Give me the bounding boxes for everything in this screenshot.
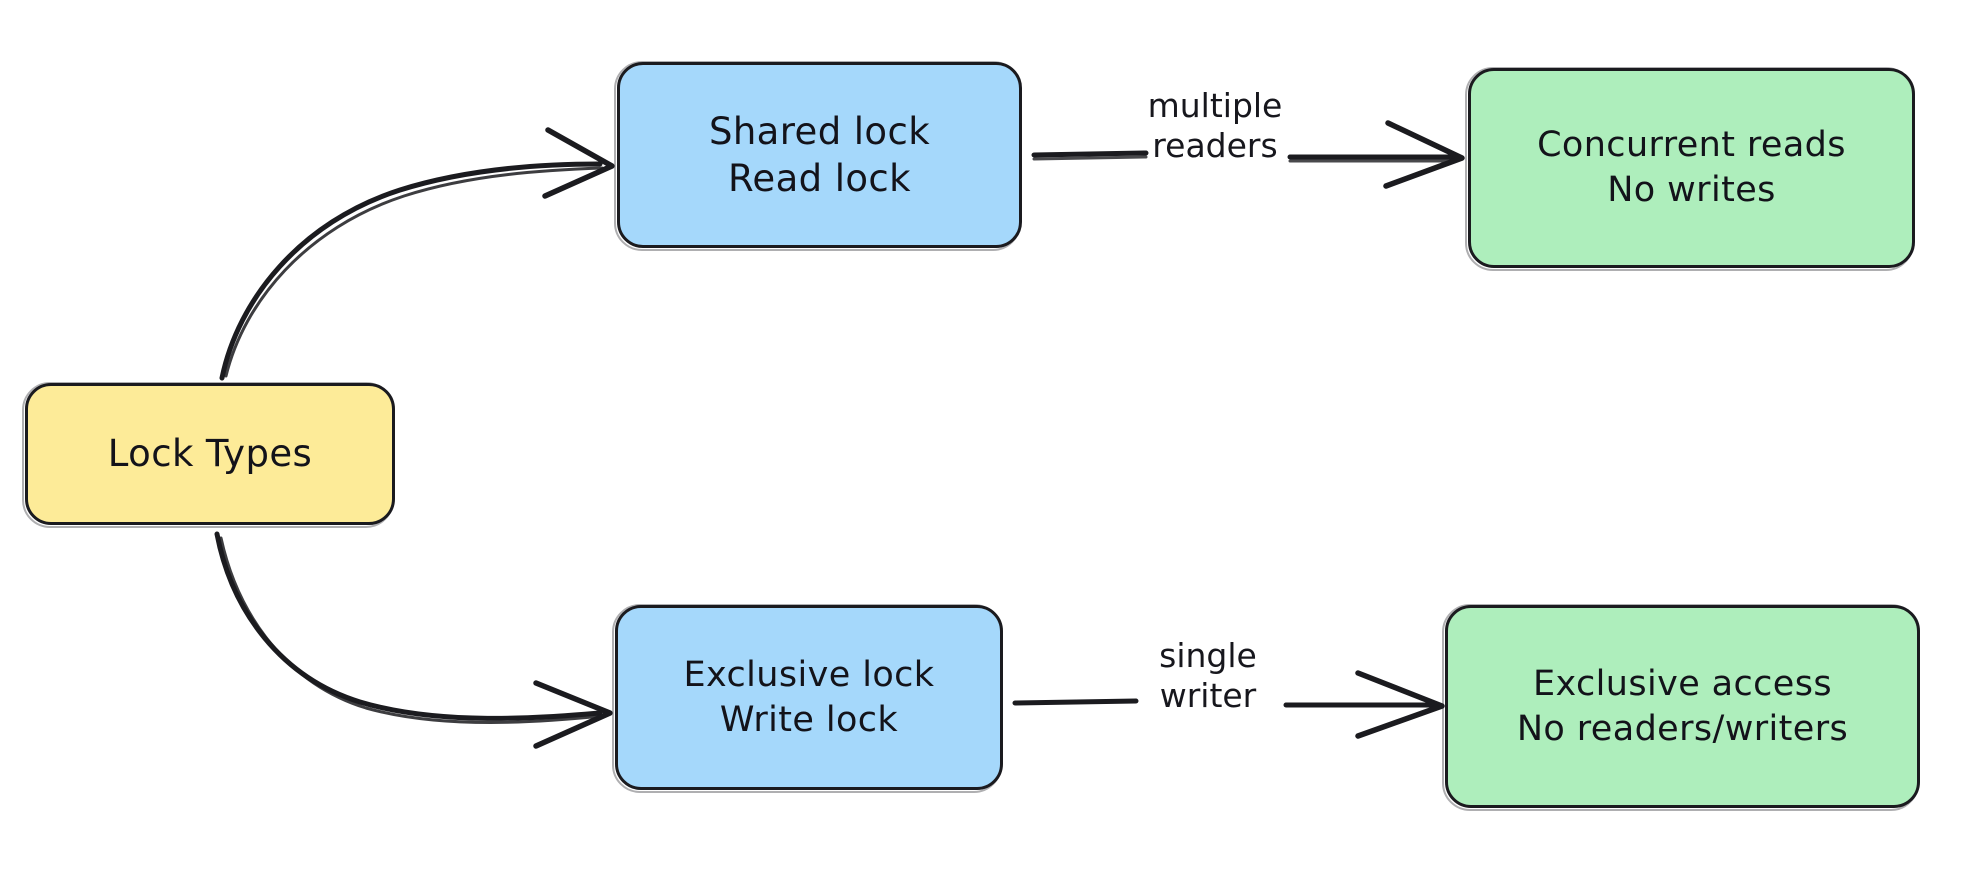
node-exclusive-access[interactable]: Exclusive access No readers/writers — [1442, 604, 1920, 811]
edge-root-to-exclusive — [214, 531, 613, 749]
node-concurrent-reads[interactable]: Concurrent reads No writes — [1465, 67, 1915, 271]
node-lock-types-line-1: Lock Types — [107, 432, 313, 476]
node-exclusive-lock-line-1: Exclusive lock — [683, 654, 935, 695]
node-shared-lock[interactable]: Shared lock Read lock — [614, 61, 1022, 251]
edge-label-multiple-readers: multiple readers — [1147, 86, 1283, 166]
node-shared-lock-line-2: Read lock — [727, 157, 912, 200]
node-shared-lock-line-1: Shared lock — [708, 109, 931, 153]
node-exclusive-lock[interactable]: Exclusive lock Write lock — [612, 604, 1003, 793]
node-lock-types[interactable]: Lock Types — [22, 382, 395, 528]
node-concurrent-reads-line-2: No writes — [1607, 170, 1776, 210]
node-concurrent-reads-line-1: Concurrent reads — [1537, 125, 1846, 166]
node-exclusive-access-line-2: No readers/writers — [1516, 708, 1849, 749]
edge-root-to-shared — [219, 127, 615, 381]
edge-label-single-writer: single writer — [1159, 636, 1257, 716]
node-exclusive-lock-line-2: Write lock — [719, 699, 899, 740]
node-exclusive-access-line-1: Exclusive access — [1532, 663, 1833, 704]
